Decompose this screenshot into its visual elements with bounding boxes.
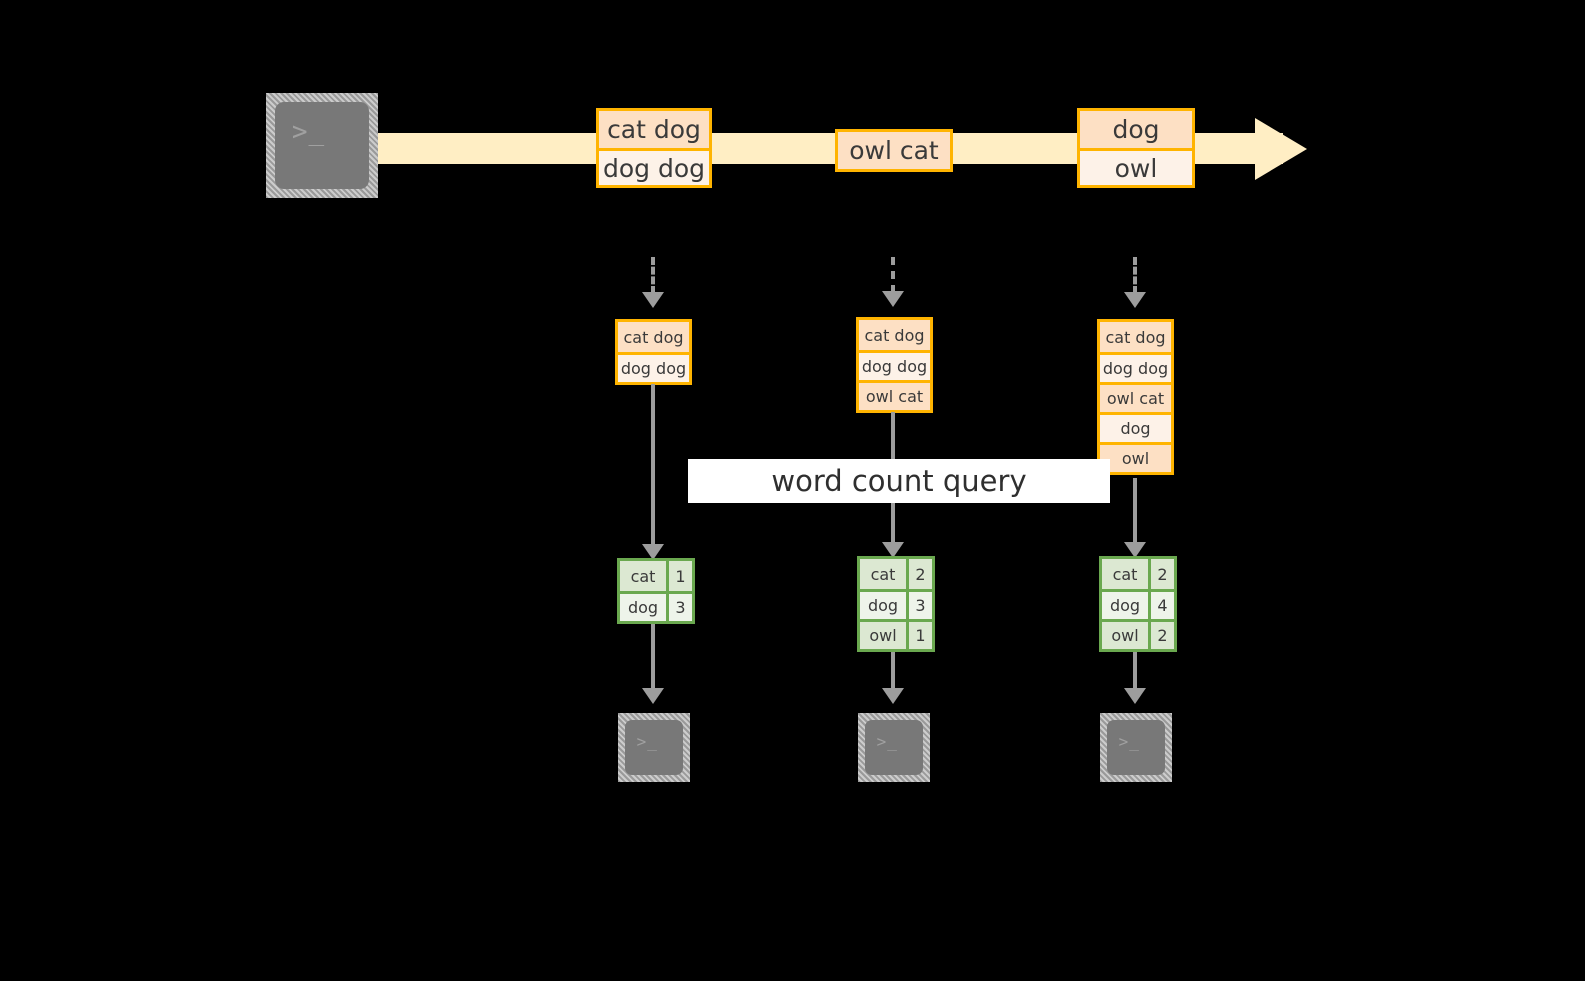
table-row: owl 1 <box>860 619 932 649</box>
snapshot-2-tap-line <box>891 257 895 293</box>
record-cell: owl cat <box>859 380 930 410</box>
snapshot-2-sink-line <box>891 652 895 692</box>
snapshot-3-tap-line <box>1133 257 1137 294</box>
snapshot-1-sink-line <box>651 624 655 692</box>
snapshot-1-query-arrowhead-icon <box>642 544 664 560</box>
record-cell: owl cat <box>838 132 950 169</box>
count-cell: 1 <box>906 622 932 649</box>
query-label: word count query <box>771 464 1027 498</box>
snapshot-1-tap-line <box>651 257 655 294</box>
count-cell: 2 <box>1148 559 1174 589</box>
snapshot-3-query-line <box>1133 478 1137 546</box>
count-cell: 2 <box>906 559 932 589</box>
record-cell: dog <box>1100 412 1171 442</box>
count-cell: 3 <box>906 592 932 619</box>
word-cell: owl <box>1102 622 1148 649</box>
stream-group-3[interactable]: dog owl <box>1077 108 1195 188</box>
snapshot-2-sink-terminal-icon[interactable]: >_ <box>858 713 930 782</box>
count-cell: 4 <box>1148 592 1174 619</box>
snapshot-3-result-table[interactable]: cat 2 dog 4 owl 2 <box>1099 556 1177 652</box>
table-row: cat 1 <box>620 561 692 591</box>
record-cell: dog <box>1080 111 1192 148</box>
snapshot-1-result-table[interactable]: cat 1 dog 3 <box>617 558 695 624</box>
snapshot-2-result-table[interactable]: cat 2 dog 3 owl 1 <box>857 556 935 652</box>
terminal-screen: >_ <box>1107 720 1165 775</box>
table-row: owl 2 <box>1102 619 1174 649</box>
word-cell: dog <box>620 594 666 621</box>
count-cell: 3 <box>666 594 692 621</box>
snapshot-1-sink-terminal-icon[interactable]: >_ <box>618 713 690 782</box>
snapshot-2-tap-arrowhead-icon <box>882 291 904 307</box>
query-banner: word count query <box>688 459 1110 503</box>
word-cell: dog <box>860 592 906 619</box>
snapshot-3-sink-line <box>1133 652 1137 692</box>
record-cell: dog dog <box>1100 352 1171 382</box>
terminal-screen: >_ <box>275 102 369 189</box>
record-cell: owl <box>1100 442 1171 472</box>
table-row: cat 2 <box>860 559 932 589</box>
snapshot-2-query-arrowhead-icon <box>882 542 904 558</box>
record-cell: dog dog <box>618 352 689 382</box>
word-cell: cat <box>1102 559 1148 589</box>
table-row: cat 2 <box>1102 559 1174 589</box>
table-row: dog 3 <box>620 591 692 621</box>
count-cell: 2 <box>1148 622 1174 649</box>
snapshot-3-tap-arrowhead-icon <box>1124 292 1146 308</box>
snapshot-1-tap-arrowhead-icon <box>642 292 664 308</box>
snapshot-1-accumulated-records[interactable]: cat dog dog dog <box>615 319 692 385</box>
record-cell: cat dog <box>1100 322 1171 352</box>
source-terminal-icon[interactable]: >_ <box>266 93 378 198</box>
stream-arrowhead-icon <box>1255 118 1307 180</box>
snapshot-3-sink-arrowhead-icon <box>1124 688 1146 704</box>
snapshot-1-sink-arrowhead-icon <box>642 688 664 704</box>
record-cell: cat dog <box>599 111 709 148</box>
terminal-prompt: >_ <box>291 117 326 148</box>
terminal-prompt: >_ <box>876 732 898 752</box>
terminal-prompt: >_ <box>1118 732 1140 752</box>
stream-group-1[interactable]: cat dog dog dog <box>596 108 712 188</box>
table-row: dog 3 <box>860 589 932 619</box>
snapshot-2-accumulated-records[interactable]: cat dog dog dog owl cat <box>856 317 933 413</box>
word-cell: cat <box>860 559 906 589</box>
stream-group-2[interactable]: owl cat <box>835 129 953 172</box>
word-cell: owl <box>860 622 906 649</box>
snapshot-3-accumulated-records[interactable]: cat dog dog dog owl cat dog owl <box>1097 319 1174 475</box>
terminal-screen: >_ <box>625 720 683 775</box>
record-cell: dog dog <box>859 350 930 380</box>
snapshot-3-query-arrowhead-icon <box>1124 542 1146 558</box>
record-cell: owl <box>1080 148 1192 185</box>
snapshot-2-sink-arrowhead-icon <box>882 688 904 704</box>
word-cell: cat <box>620 561 666 591</box>
terminal-prompt: >_ <box>636 732 658 752</box>
word-cell: dog <box>1102 592 1148 619</box>
record-cell: cat dog <box>859 320 930 350</box>
record-cell: owl cat <box>1100 382 1171 412</box>
record-cell: dog dog <box>599 148 709 185</box>
record-cell: cat dog <box>618 322 689 352</box>
count-cell: 1 <box>666 561 692 591</box>
snapshot-3-sink-terminal-icon[interactable]: >_ <box>1100 713 1172 782</box>
table-row: dog 4 <box>1102 589 1174 619</box>
terminal-screen: >_ <box>865 720 923 775</box>
snapshot-1-query-line <box>651 384 655 548</box>
